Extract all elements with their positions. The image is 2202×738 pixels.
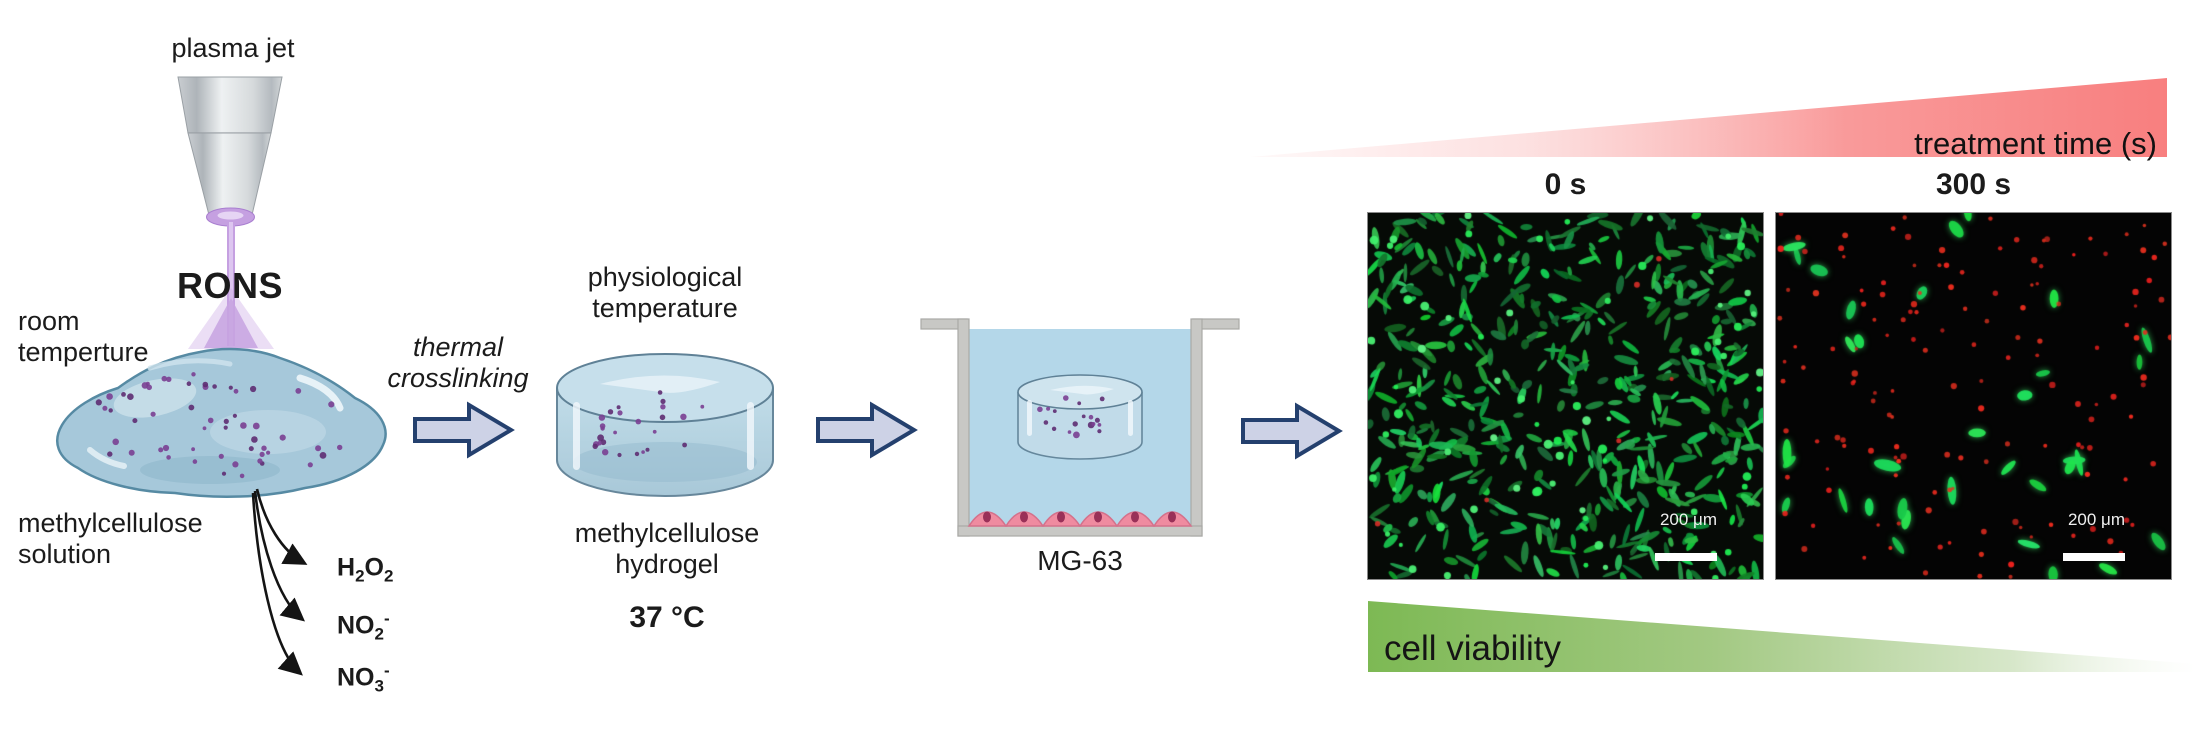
rons-label: RONS: [176, 265, 284, 306]
plasma-jet-nozzle: [177, 76, 283, 227]
chemical-h2o2: H2O2: [337, 553, 394, 586]
plasma-beam: [188, 222, 274, 349]
chemical-no2: NO2-: [337, 609, 390, 644]
rons-dots-in-gel: [592, 390, 705, 458]
rons-dots-in-solution: [95, 372, 343, 479]
hydrogel-in-well: [1017, 374, 1143, 460]
process-arrow-3: [1241, 402, 1343, 460]
solution-blob: [56, 347, 387, 498]
micrograph-panel-300s: 200 μm: [1775, 212, 2172, 580]
temperature-37c-label: 37 °C: [629, 601, 705, 634]
viability-gradient-wedge: [1368, 601, 2196, 672]
adherent-cells: [967, 511, 1193, 527]
plasma-jet-label: plasma jet: [171, 33, 295, 63]
cell-viability-axis-label: cell viability: [1384, 629, 1561, 668]
treatment-time-axis-label: treatment time (s): [1914, 126, 2157, 161]
cell-line-label: MG-63: [1037, 545, 1123, 576]
chemical-no3: NO3-: [337, 661, 390, 696]
hydrogel-label: methylcellulose hydrogel: [574, 518, 760, 579]
live-dead-image-300s: [1775, 212, 2172, 580]
process-arrow-1: [413, 401, 515, 459]
solution-label: methylcellulose solution: [18, 508, 203, 569]
process-arrow-2: [816, 401, 918, 459]
scale-bar-label-0s: 200 μm: [1659, 510, 1717, 529]
rons-dots-in-well-gel: [1037, 395, 1105, 439]
scale-bar-300s: [2063, 553, 2125, 561]
hydrogel-cylinder: [556, 353, 774, 497]
micrograph-panel-0s: 200 μm: [1367, 212, 1764, 580]
live-dead-image-0s: [1367, 212, 1764, 580]
chemical-release-arrows: [251, 488, 308, 676]
physiological-temperature-label: physiological temperature: [587, 262, 743, 323]
thermal-crosslinking-label: thermal crosslinking: [387, 332, 529, 393]
culture-well: [920, 318, 1240, 537]
scale-bar-label-300s: 200 μm: [2067, 510, 2125, 529]
panel-0s-title: 0 s: [1544, 168, 1587, 201]
time-gradient-wedge: [1250, 78, 2167, 157]
scale-bar-0s: [1655, 553, 1717, 561]
panel-300s-title: 300 s: [1935, 168, 2012, 201]
room-temperature-label: room temperture: [18, 306, 149, 367]
